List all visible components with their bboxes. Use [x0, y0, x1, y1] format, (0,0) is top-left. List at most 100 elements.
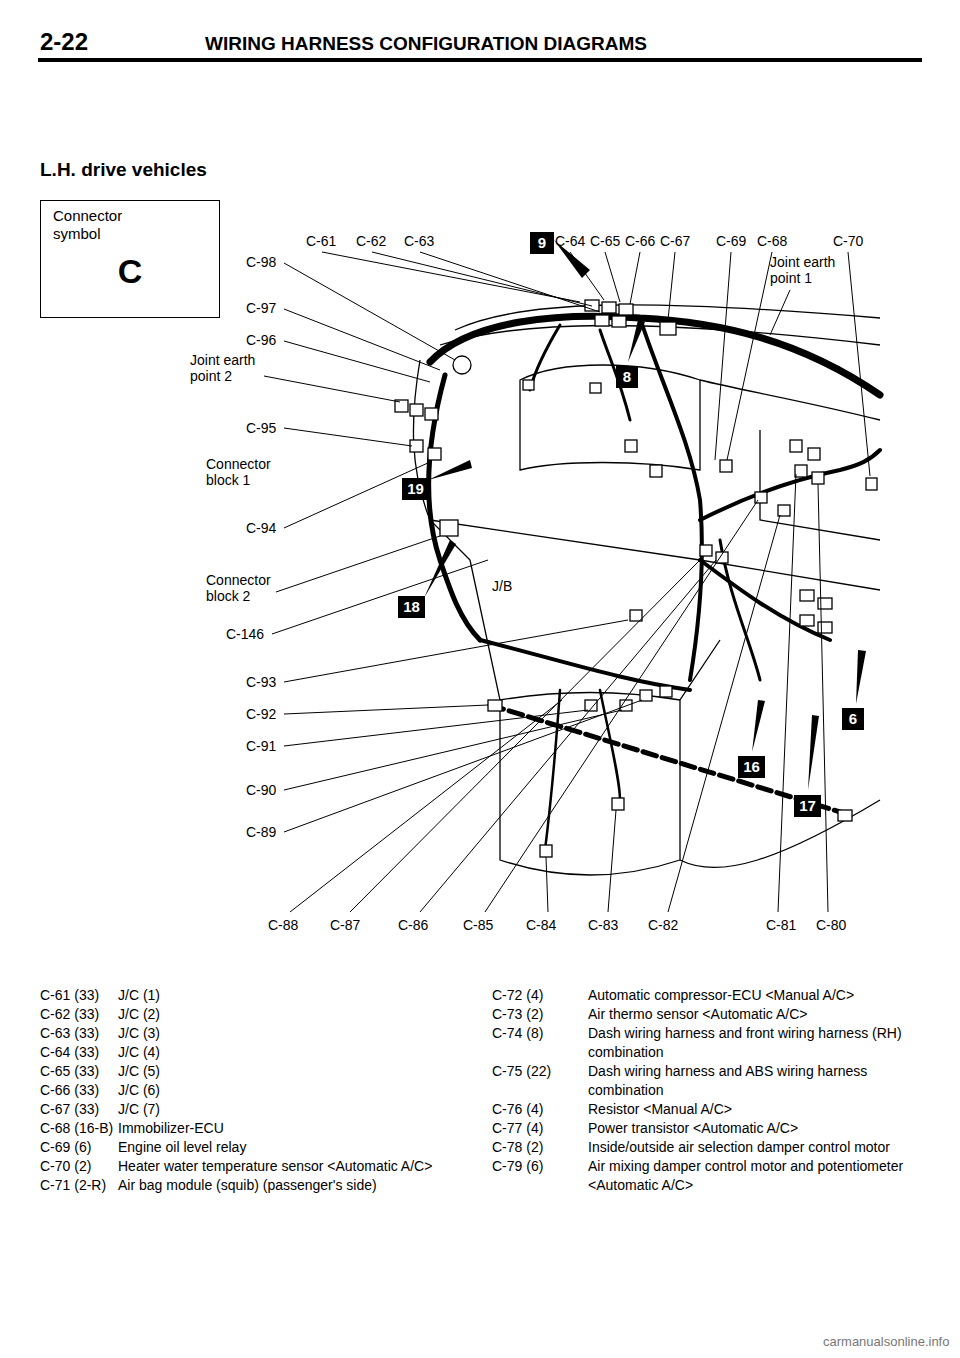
illustration-stroke [546, 857, 548, 912]
illustration-stroke [630, 610, 642, 621]
illustration-stroke [540, 845, 552, 857]
connector-code-cell: C-68 (16-B) [40, 1119, 116, 1138]
connector-description-cell: J/C (1) [118, 986, 458, 1005]
illustration-stroke [640, 690, 652, 701]
connector-block-label: Connector block 1 [206, 456, 290, 488]
connector-description-cell: Automatic compressor-ECU <Manual A/C> [588, 986, 914, 1005]
illustration-stroke [38, 58, 922, 62]
illustration-stroke [640, 318, 702, 680]
illustration-stroke [612, 798, 624, 810]
illustration-stroke [752, 700, 765, 752]
connector-code-cell: C-79 (6) [492, 1157, 586, 1176]
connector-label: C-97 [246, 300, 276, 316]
connector-label: C-89 [246, 824, 276, 840]
illustration-stroke [808, 715, 819, 790]
callout-number: 9 [530, 232, 554, 254]
connector-label: C-86 [398, 917, 428, 933]
illustration-stroke [848, 252, 870, 476]
illustration-stroke [800, 615, 814, 626]
connector-symbol-box: Connector symbolC [40, 200, 220, 318]
illustration-stroke [795, 465, 807, 477]
symbol-heading: Connector symbol [41, 201, 163, 243]
connector-label: C-93 [246, 674, 276, 690]
connector-code-cell: C-73 (2) [492, 1005, 586, 1024]
connector-code-cell: C-70 (2) [40, 1157, 116, 1176]
connector-label: C-81 [766, 917, 796, 933]
connector-description-cell: Resistor <Manual A/C> [588, 1100, 914, 1119]
illustration-stroke [727, 252, 772, 460]
callout-text: 8 [618, 366, 636, 388]
illustration-stroke [485, 500, 758, 912]
connector-code-cell: C-69 (6) [40, 1138, 116, 1157]
connector-block-label: Connector block 2 [206, 572, 290, 604]
connector-label: C-90 [246, 782, 276, 798]
callout-text: 6 [844, 708, 862, 730]
connector-description-cell: Heater water temperature sensor <Automat… [118, 1157, 458, 1176]
connector-label: C-82 [648, 917, 678, 933]
callout-text: 9 [533, 232, 551, 254]
illustration-stroke [660, 322, 676, 335]
connector-label: C-68 [757, 233, 787, 249]
illustration-stroke [488, 700, 502, 711]
illustration-stroke [428, 448, 441, 460]
illustration-stroke [800, 590, 814, 601]
illustration-stroke [778, 474, 796, 912]
callout-wedges [424, 240, 866, 790]
page-number: 2-22 [40, 28, 88, 56]
illustration-stroke [284, 705, 488, 714]
illustration-stroke [284, 341, 430, 382]
connector-code-cell: C-74 (8) [492, 1024, 586, 1043]
connector-code-cell: C-77 (4) [492, 1119, 586, 1138]
leader-lines [264, 252, 870, 912]
watermark: carmanualsonline.info [823, 1334, 949, 1350]
illustration-stroke [700, 450, 880, 520]
connector-description-cell: Air thermo sensor <Automatic A/C> [588, 1005, 914, 1024]
callout-text: 17 [794, 795, 821, 817]
symbol-letter: C [41, 243, 219, 297]
illustration-stroke [818, 598, 832, 609]
callout-number: 16 [738, 756, 765, 778]
illustration-stroke [264, 376, 400, 402]
illustration-stroke [420, 252, 600, 312]
illustration-stroke [570, 252, 604, 300]
connector-code-cell: C-71 (2-R) [40, 1176, 116, 1195]
illustration-stroke [440, 520, 458, 536]
connector-label: C-66 [625, 233, 655, 249]
connector-code-cell: C-62 (33) [40, 1005, 116, 1024]
connector-label: C-85 [463, 917, 493, 933]
illustration-stroke [660, 686, 672, 697]
illustration-stroke [866, 478, 877, 490]
illustration-stroke [608, 810, 616, 912]
callout-number: 6 [842, 708, 864, 730]
illustration-stroke [628, 320, 645, 362]
illustration-stroke [668, 515, 780, 912]
illustration-stroke [284, 309, 440, 370]
connector-label: C-96 [246, 332, 276, 348]
connector-label: C-83 [588, 917, 618, 933]
connector-description-cell: Immobilizer-ECU [118, 1119, 458, 1138]
illustration-stroke [619, 304, 633, 315]
illustration-stroke [425, 408, 438, 420]
connector-description-cell: J/C (5) [118, 1062, 458, 1081]
illustration-stroke [520, 365, 700, 470]
earth-point-label: Joint earth point 2 [190, 352, 274, 384]
illustration-stroke [284, 263, 455, 360]
illustration-stroke [590, 383, 601, 393]
illustration-stroke [523, 380, 534, 390]
connector-code-cell: C-64 (33) [40, 1043, 116, 1062]
illustration-stroke [322, 252, 580, 302]
illustration-stroke [668, 252, 675, 320]
connector-label: C-69 [716, 233, 746, 249]
connector-description-cell: Dash wiring harness and front wiring har… [588, 1024, 914, 1062]
connector-label: C-61 [306, 233, 336, 249]
illustration-stroke [790, 440, 802, 452]
connector-label: C-87 [330, 917, 360, 933]
callout-text: 18 [398, 596, 425, 618]
connector-code-cell: C-72 (4) [492, 986, 586, 1005]
illustration-stroke [700, 560, 830, 640]
connector-label: C-146 [226, 626, 264, 642]
connector-label: C-63 [404, 233, 434, 249]
subtitle: L.H. drive vehicles [40, 158, 207, 182]
callout-text: 19 [402, 478, 429, 500]
connector-label: C-65 [590, 233, 620, 249]
